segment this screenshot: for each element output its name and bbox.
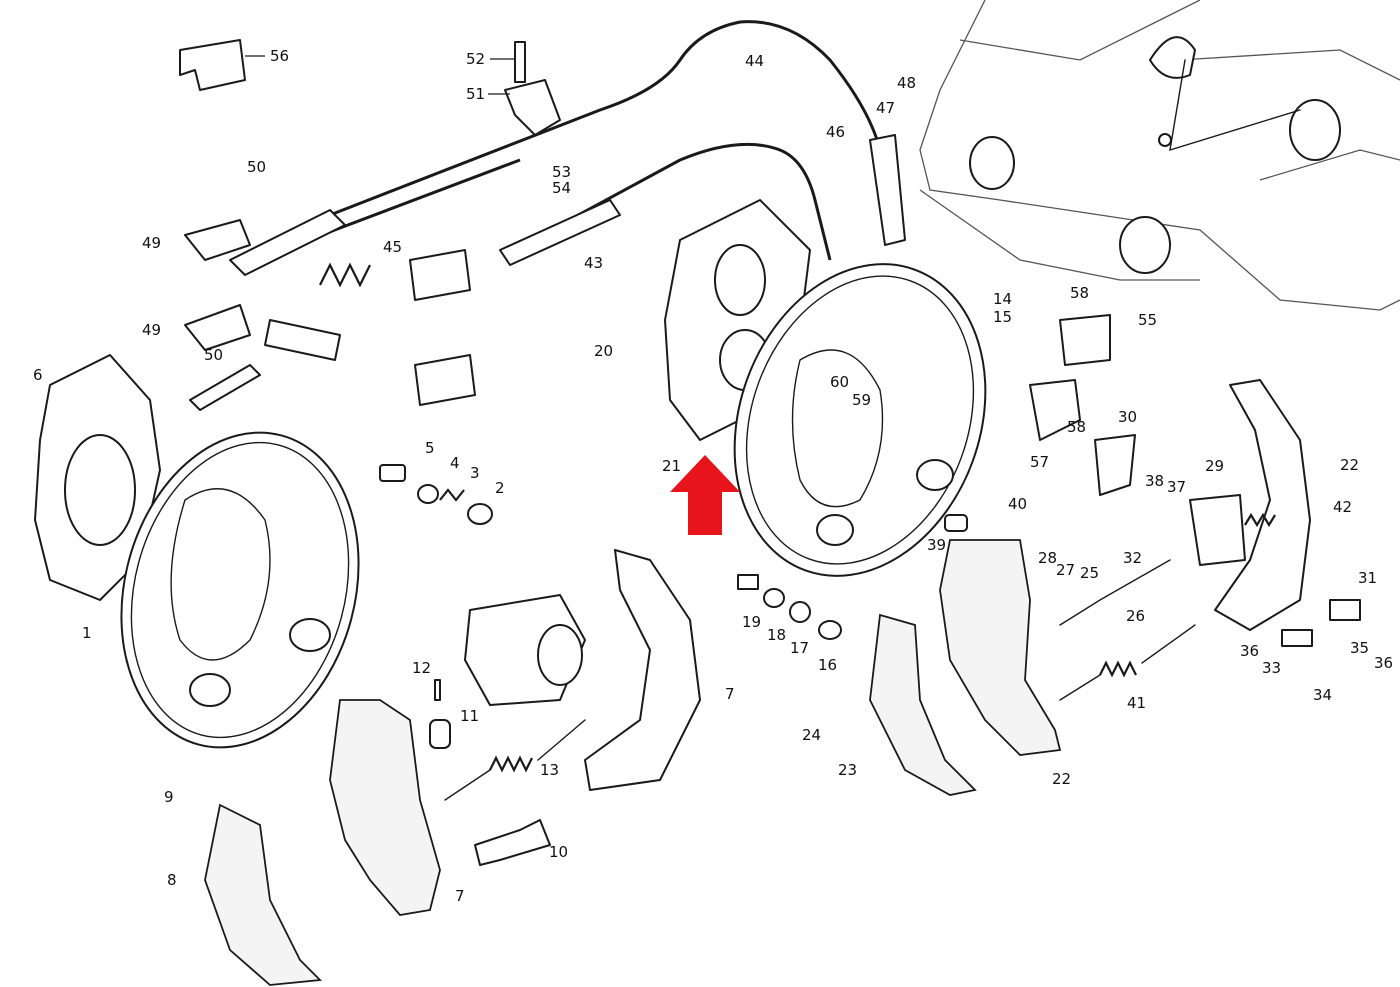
spring-45 [319,262,371,288]
label-4: 4 [450,454,460,472]
label-49b: 49 [142,321,161,339]
lever-30 [1094,434,1136,496]
label-42: 42 [1333,498,1352,516]
label-25: 25 [1080,564,1099,582]
label-29: 29 [1205,457,1224,475]
label-48: 48 [897,74,916,92]
label-58: 58 [1070,284,1089,302]
bracket-10 [474,819,551,866]
dust-shield-1 [120,431,360,749]
label-22b: 22 [1052,770,1071,788]
label-2: 2 [495,479,505,497]
bracket-57 [1029,379,1081,441]
label-51: 51 [466,85,485,103]
label-1: 1 [82,624,92,642]
bolt-set-2-5 [379,464,493,525]
label-49: 49 [142,234,161,252]
label-19: 19 [742,613,761,631]
label-56: 56 [270,47,289,65]
label-8: 8 [167,871,177,889]
brake-shoe-7-lower [329,699,441,916]
label-17: 17 [790,639,809,657]
dust-shield-right [733,263,987,577]
cable-43-adjuster-left [229,209,346,276]
label-7b: 7 [455,887,465,905]
label-58b: 58 [1067,418,1086,436]
label-14: 14 [993,290,1012,308]
label-33: 33 [1262,659,1281,677]
brake-lining-23 [869,613,977,796]
label-35: 35 [1350,639,1369,657]
brake-shoe-7-center [584,549,701,791]
label-57: 57 [1030,453,1049,471]
label-39: 39 [927,536,946,554]
label-26: 26 [1126,607,1145,625]
vehicle-chassis-sketch [919,0,1400,311]
label-3: 3 [470,464,480,482]
label-30: 30 [1118,408,1137,426]
label-9: 9 [164,788,174,806]
label-40: 40 [1008,495,1027,513]
brake-shoe-22-upper [1214,379,1311,631]
label-41: 41 [1127,694,1146,712]
label-24: 24 [802,726,821,744]
label-59: 59 [852,391,871,409]
label-32: 32 [1123,549,1142,567]
plate-55 [1059,314,1111,366]
label-7: 7 [725,685,735,703]
bracket-56 [179,39,246,91]
label-52: 52 [466,50,485,68]
label-45: 45 [383,238,402,256]
label-54: 54 [552,179,571,197]
label-50: 50 [247,158,266,176]
label-37: 37 [1167,478,1186,496]
label-38: 38 [1145,472,1164,490]
highlight-arrow [670,455,740,535]
label-5: 5 [425,439,435,457]
brake-lining-8 [204,803,322,986]
part-number-labels: 56 52 51 44 48 47 46 50 53 54 49 45 43 5… [33,47,1393,905]
label-20: 20 [594,342,613,360]
label-43: 43 [584,254,603,272]
label-36: 36 [1240,642,1259,660]
lever-29 [1189,494,1246,566]
clamp-51-52 [504,41,561,136]
label-55: 55 [1138,311,1157,329]
label-36b: 36 [1374,654,1393,672]
equalizer-49 [184,219,476,411]
label-21: 21 [662,457,681,475]
label-31: 31 [1358,569,1377,587]
label-11: 11 [460,707,479,725]
brake-shoe-22-lower [939,539,1062,756]
label-27: 27 [1056,561,1075,579]
label-47: 47 [876,99,895,117]
label-16: 16 [818,656,837,674]
label-13: 13 [540,761,559,779]
label-10: 10 [549,843,568,861]
small-fasteners [429,514,1361,749]
label-53: 53 [552,163,571,181]
spring-41 [1099,660,1137,678]
label-44: 44 [745,52,764,70]
spring-13 [489,755,533,773]
label-50b: 50 [204,346,223,364]
spring-42 [1244,512,1276,528]
label-15: 15 [993,308,1012,326]
label-23: 23 [838,761,857,779]
label-28: 28 [1038,549,1057,567]
label-46: 46 [826,123,845,141]
label-34: 34 [1313,686,1332,704]
label-6: 6 [33,366,43,384]
cable-43-adjuster [499,199,621,266]
label-12: 12 [412,659,431,677]
cable-end-47 [869,134,906,246]
parking-brake-cables [229,20,906,276]
label-18: 18 [767,626,786,644]
label-22: 22 [1340,456,1359,474]
label-60: 60 [830,373,849,391]
